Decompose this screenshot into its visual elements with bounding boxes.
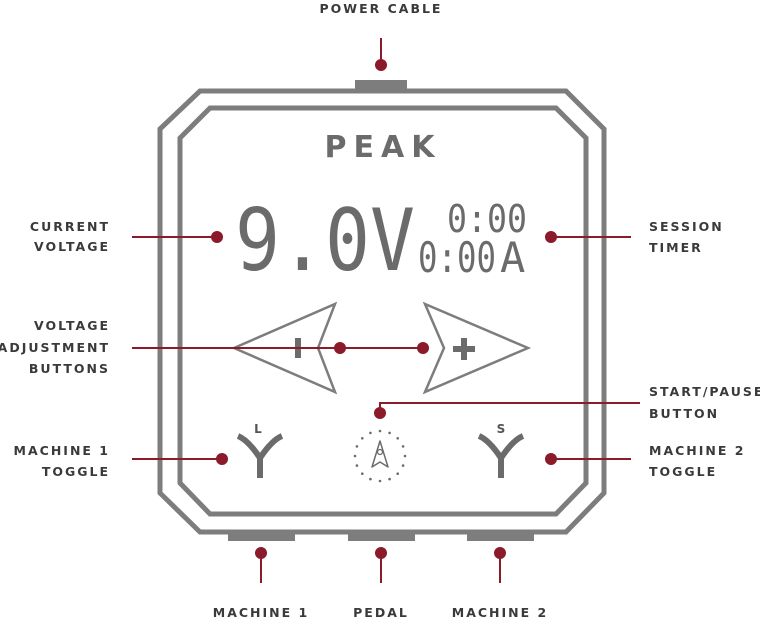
machine2-port bbox=[467, 531, 534, 541]
machine2-port-dot bbox=[494, 547, 506, 559]
right-arrow-icon bbox=[422, 301, 532, 395]
voltage-adjust-label-line1: VOLTAGE bbox=[34, 318, 110, 333]
plus-icon-vertical bbox=[461, 338, 467, 360]
machine1-port-dot bbox=[255, 547, 267, 559]
start-pause-leader bbox=[379, 402, 640, 413]
pedal-port-label: PEDAL bbox=[353, 605, 409, 620]
dial-tick bbox=[403, 454, 407, 458]
inner-frame bbox=[177, 105, 589, 517]
current-unit: A bbox=[500, 233, 525, 282]
machine1-letter: L bbox=[254, 422, 262, 436]
dial-tick bbox=[401, 464, 405, 467]
pedal-port-dot bbox=[375, 547, 387, 559]
dial-tick bbox=[353, 454, 357, 458]
dial-tick bbox=[396, 472, 400, 476]
dial-tick bbox=[378, 479, 382, 483]
machine2-toggle-label-line1: MACHINE 2 bbox=[649, 443, 745, 458]
current-voltage-dot bbox=[211, 231, 223, 243]
dial-ring bbox=[353, 429, 407, 483]
current-display: 0:00 bbox=[418, 233, 496, 282]
voltage-up-button[interactable] bbox=[422, 301, 532, 395]
session-timer-label-line2: TIMER bbox=[649, 240, 703, 255]
dial-tick bbox=[378, 429, 382, 433]
start-pause-label-line2: BUTTON bbox=[649, 406, 719, 421]
start-arrow-icon bbox=[371, 440, 389, 468]
machine1-toggle-dot bbox=[216, 453, 228, 465]
dial-tick bbox=[388, 431, 391, 435]
dial-tick bbox=[361, 437, 364, 440]
leader-lines bbox=[132, 38, 640, 583]
machine1-port bbox=[228, 531, 295, 541]
start-dot-icon bbox=[376, 448, 384, 456]
dial-tick bbox=[355, 445, 359, 448]
voltage-adjust-label-line3: BUTTONS bbox=[29, 361, 110, 376]
machine1-toggle[interactable]: L bbox=[236, 422, 284, 478]
pedal-port bbox=[348, 531, 415, 541]
machine2-toggle-dot bbox=[545, 453, 557, 465]
session-timer-dot bbox=[545, 231, 557, 243]
voltage-adjust-label-line2: ADJUSTMENT bbox=[0, 340, 110, 355]
power-cable-label: POWER CABLE bbox=[320, 1, 443, 16]
start-pause-label-line1: START/PAUSE bbox=[649, 384, 760, 399]
machine2-toggle[interactable]: S bbox=[477, 422, 525, 478]
current-voltage-label-line2: VOLTAGE bbox=[34, 239, 110, 254]
dial-tick bbox=[355, 464, 359, 467]
dial-tick bbox=[369, 431, 372, 435]
power-cable-port bbox=[355, 80, 407, 92]
machine2-letter: S bbox=[497, 422, 506, 436]
dial-tick bbox=[361, 472, 364, 476]
machine2-toggle-label-line2: TOGGLE bbox=[649, 464, 717, 479]
session-timer-display: 0:00 bbox=[447, 197, 527, 241]
machine1-toggle-label-line1: MACHINE 1 bbox=[14, 443, 110, 458]
device-body bbox=[157, 88, 607, 535]
dial-tick bbox=[396, 437, 400, 440]
voltage-display: 9.0V bbox=[235, 191, 415, 291]
voltage-adjust-dot-left bbox=[334, 342, 346, 354]
outer-frame bbox=[157, 88, 607, 535]
machine2-port-label: MACHINE 2 bbox=[452, 605, 548, 620]
dial-tick bbox=[401, 445, 405, 448]
machine1-toggle-label-line2: TOGGLE bbox=[42, 464, 110, 479]
session-timer-label-line1: SESSION bbox=[649, 219, 724, 234]
machine1-port-label: MACHINE 1 bbox=[213, 605, 309, 620]
brand-logo: PEAK bbox=[325, 130, 442, 165]
start-pause-dot bbox=[374, 407, 386, 419]
current-voltage-label-line1: CURRENT bbox=[30, 219, 110, 234]
machine1-y-icon bbox=[236, 433, 284, 478]
dial-tick bbox=[369, 477, 372, 481]
dial-tick bbox=[388, 477, 391, 481]
voltage-adjust-dot-right bbox=[417, 342, 429, 354]
power-cable-dot bbox=[375, 59, 387, 71]
start-pause-button[interactable] bbox=[353, 429, 407, 483]
machine2-y-icon bbox=[477, 433, 525, 478]
